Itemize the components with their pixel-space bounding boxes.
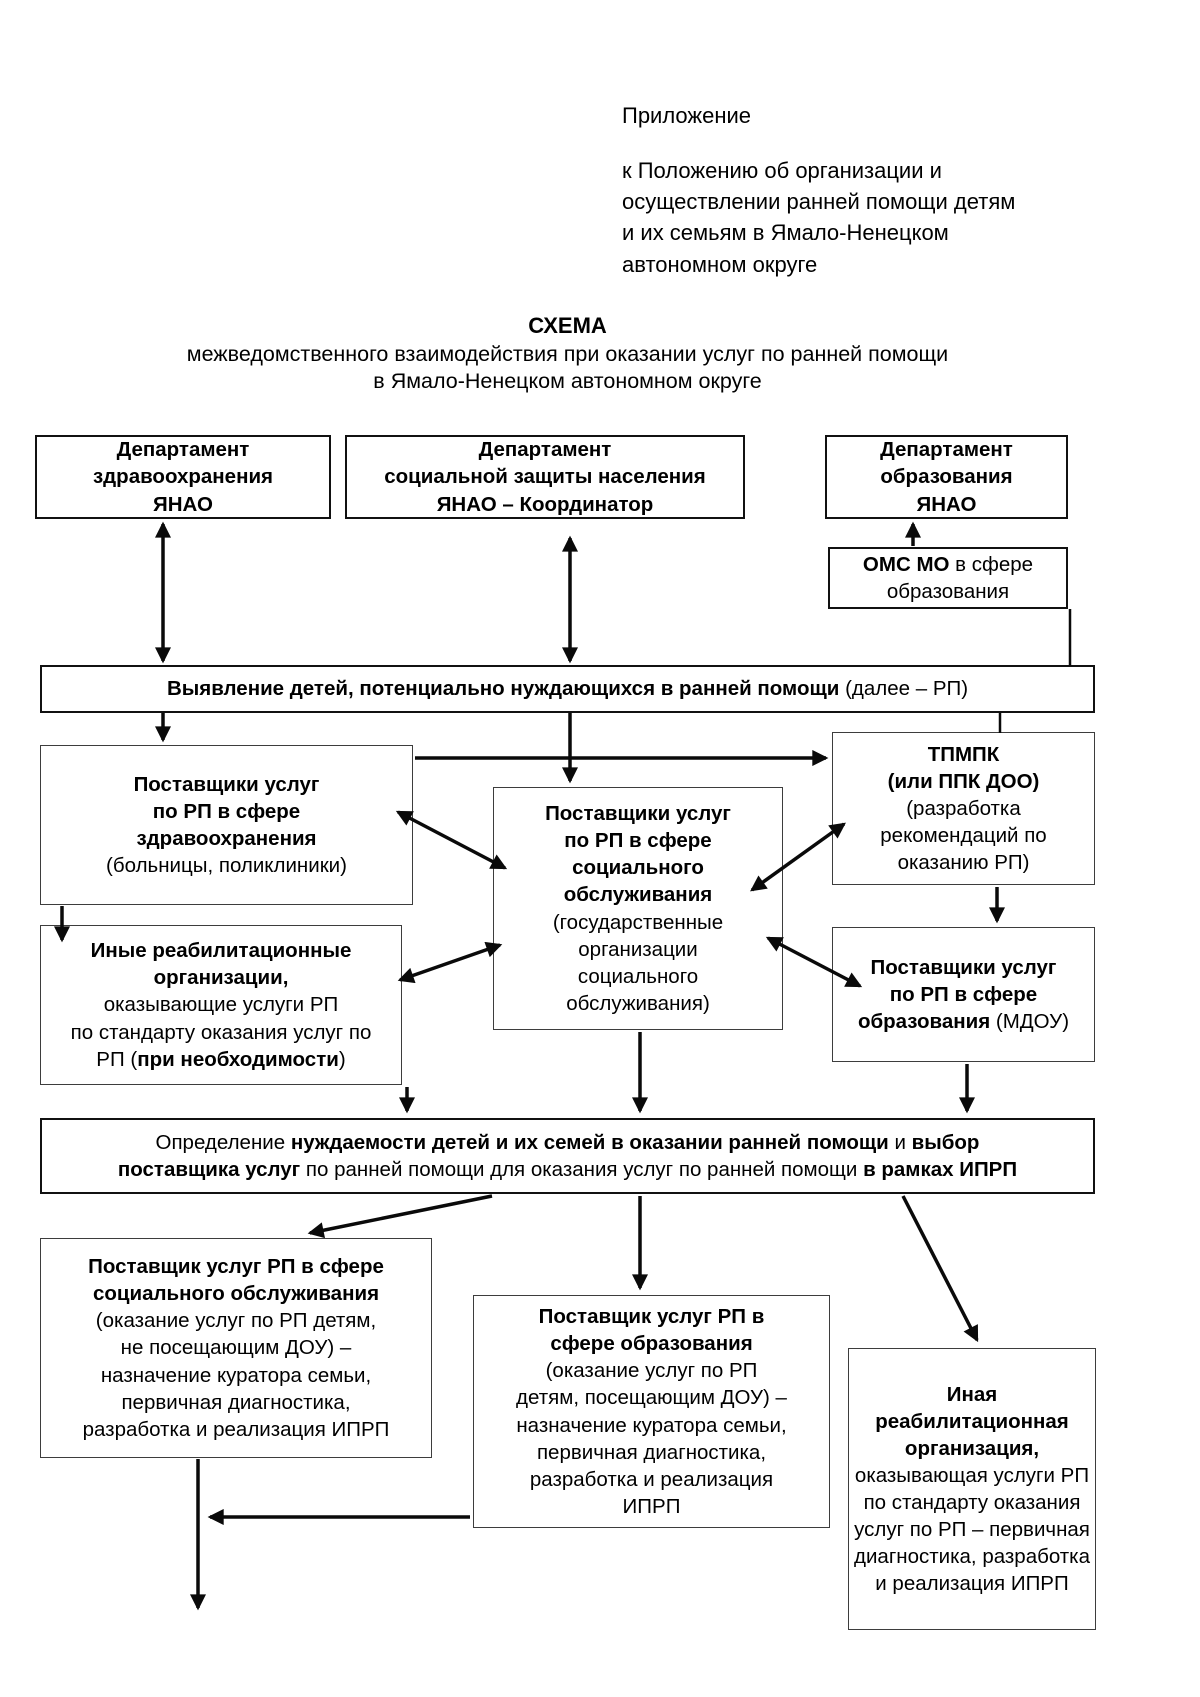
page-subtitle-line2: в Ямало-Ненецком автономном округе (373, 369, 762, 394)
box-dept-social-protection: Департамент социальной защиты населения … (345, 435, 745, 519)
box-tpmpk-text: ТПМПК (или ППК ДОО) (разработка рекоменд… (880, 742, 1047, 875)
box-dept-education-text: Департамент образования ЯНАО (880, 438, 1013, 516)
box-dept-health: Департамент здравоохранения ЯНАО (35, 435, 331, 519)
box-other-rehab-orgs: Иные реабилитационные организации, оказы… (40, 925, 402, 1085)
box-dept-education: Департамент образования ЯНАО (825, 435, 1068, 519)
box-providers-education-text: Поставщики услуг по РП в сфере образован… (857, 955, 1070, 1034)
bar-identification-text: Выявление детей, потенциально нуждающихс… (166, 677, 969, 701)
box-providers-social: Поставщики услуг по РП в сфере социально… (493, 787, 783, 1030)
box-final-other-rehab-text: Иная реабилитационная организация, оказы… (854, 1382, 1090, 1596)
arrow-other-rehab-providers-social (397, 941, 503, 984)
box-oms-mo-text: ОМС МО в сфере образования (862, 552, 1034, 603)
box-final-other-rehab: Иная реабилитационная организация, оказы… (848, 1348, 1096, 1630)
box-final-provider-education: Поставщик услуг РП в сфере образования (… (473, 1295, 830, 1528)
box-dept-social-protection-text: Департамент социальной защиты населения … (384, 438, 706, 516)
box-providers-education: Поставщики услуг по РП в сфере образован… (832, 927, 1095, 1062)
box-oms-mo: ОМС МО в сфере образования (828, 547, 1068, 609)
box-final-provider-social-text: Поставщик услуг РП в сфере социального о… (82, 1255, 390, 1441)
box-providers-health: Поставщики услуг по РП в сфере здравоохр… (40, 745, 413, 905)
page-title: СХЕМА (528, 313, 607, 338)
bar-needs-determination-text: Определение нуждаемости детей и их семей… (117, 1130, 1018, 1181)
title-block: СХЕМА межведомственного взаимодействия п… (0, 312, 1135, 396)
annex-text: к Положению об организации и осуществлен… (622, 158, 1016, 277)
box-providers-health-text: Поставщики услуг по РП в сфере здравоохр… (106, 772, 347, 878)
box-other-rehab-orgs-text: Иные реабилитационные организации, оказы… (70, 939, 372, 1071)
arrow-determination-final-rehab (901, 1195, 979, 1343)
arrow-providers-health-providers-social (395, 810, 508, 870)
box-final-provider-social: Поставщик услуг РП в сфере социального о… (40, 1238, 432, 1458)
annex-label: Приложение (622, 103, 752, 128)
bar-identification: Выявление детей, потенциально нуждающихс… (40, 665, 1095, 713)
bar-needs-determination: Определение нуждаемости детей и их семей… (40, 1118, 1095, 1194)
page-subtitle-line1: межведомственного взаимодействия при ока… (186, 341, 949, 366)
box-final-provider-education-text: Поставщик услуг РП в сфере образования (… (516, 1305, 787, 1518)
box-tpmpk: ТПМПК (или ППК ДОО) (разработка рекоменд… (832, 732, 1095, 885)
box-providers-social-text: Поставщики услуг по РП в сфере социально… (545, 802, 731, 1015)
box-dept-health-text: Департамент здравоохранения ЯНАО (92, 438, 274, 516)
arrow-determination-final-social (307, 1194, 493, 1239)
